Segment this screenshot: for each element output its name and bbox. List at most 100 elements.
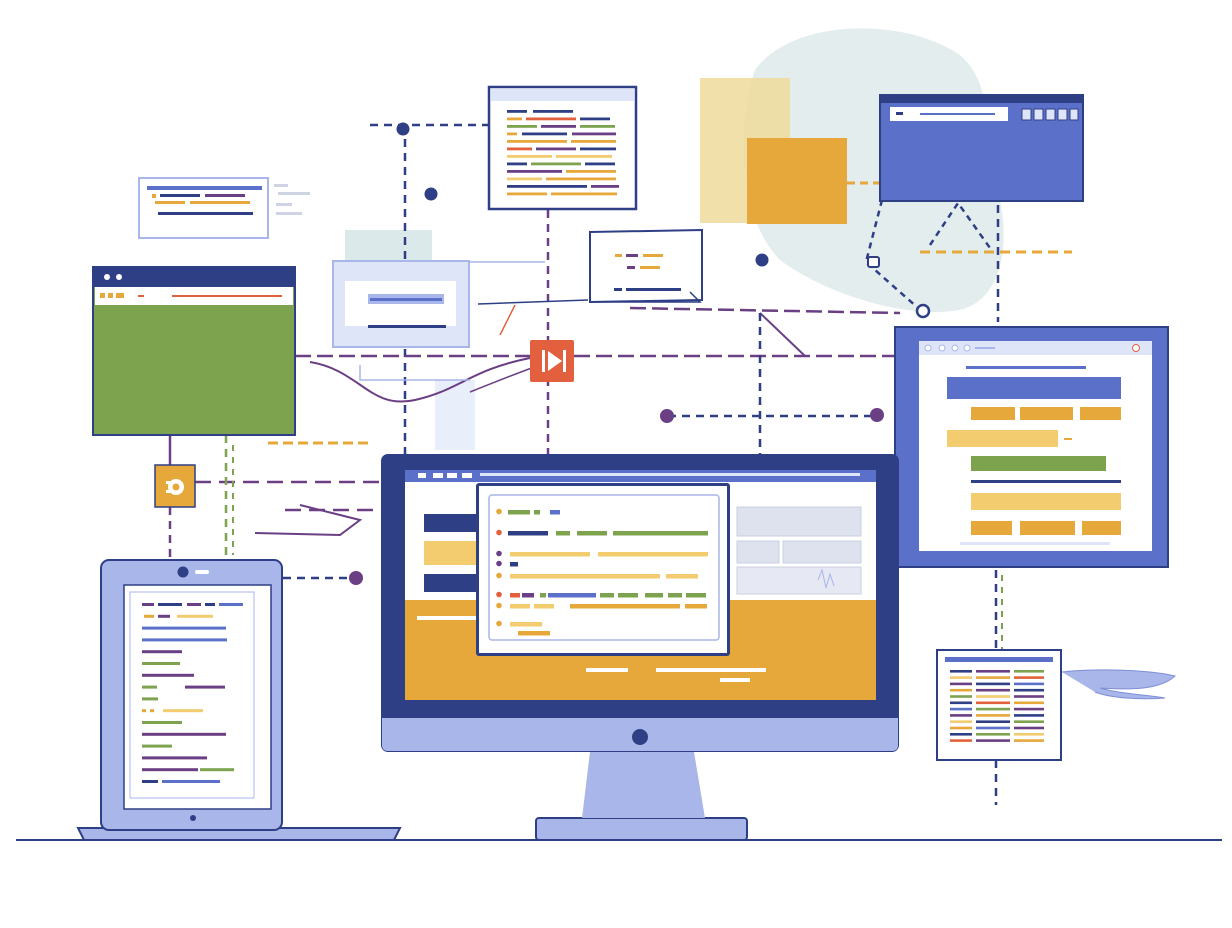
document-card: [936, 649, 1177, 761]
text-line: [976, 695, 1010, 698]
text-line: [550, 510, 560, 515]
text-line: [508, 510, 530, 515]
window-control: [1132, 344, 1140, 352]
power-button-icon: [632, 729, 648, 745]
window-control: [924, 344, 932, 352]
text-line: [522, 593, 534, 598]
text-line: [971, 480, 1121, 483]
connector-line: [359, 365, 470, 381]
text-line: [200, 768, 234, 772]
text-line: [152, 194, 156, 198]
text-line: [896, 112, 903, 115]
header-bar: [947, 377, 1121, 399]
text-line: [976, 670, 1010, 673]
text-line: [534, 510, 540, 515]
text-line: [615, 254, 622, 257]
text-line: [158, 603, 182, 606]
text-line: [508, 531, 548, 536]
connector-line: [759, 312, 806, 357]
text-line: [541, 125, 576, 128]
connector-line: [477, 299, 589, 305]
text-line: [510, 574, 660, 579]
text-line: [147, 186, 262, 190]
bullet-dot: [496, 560, 502, 567]
text-line: [142, 756, 207, 760]
text-line: [720, 678, 750, 682]
banner: [947, 430, 1058, 447]
bullet-dot: [496, 508, 502, 515]
window-control: [938, 344, 946, 352]
play-next-icon: [542, 350, 566, 372]
text-line: [507, 117, 522, 121]
text-line: [950, 682, 972, 686]
text-line: [1014, 739, 1044, 742]
connector-line: [309, 357, 531, 403]
text-line: [507, 140, 567, 143]
text-line: [580, 125, 615, 128]
hub-button[interactable]: [530, 340, 574, 382]
text-line: [507, 170, 562, 173]
plugin-icon: [166, 479, 184, 495]
text-line: [507, 125, 537, 128]
text-line: [1014, 720, 1044, 723]
green-bar: [971, 456, 1106, 471]
text-line: [219, 603, 243, 606]
text-line: [546, 177, 616, 181]
text-line: [276, 203, 292, 206]
window-control: [116, 274, 122, 280]
text-line: [976, 739, 1010, 742]
text-line: [510, 622, 542, 627]
text-line: [142, 697, 158, 701]
text-line: [686, 593, 706, 598]
plugin-node[interactable]: [154, 464, 196, 508]
text-line: [160, 194, 200, 197]
text-line: [668, 593, 682, 598]
text-line: [274, 184, 288, 187]
text-line: [643, 254, 663, 257]
connector-line: [864, 199, 919, 309]
text-line: [522, 132, 567, 136]
text-line: [600, 593, 614, 598]
text-line: [966, 366, 1086, 369]
text-line: [531, 162, 581, 166]
text-line: [526, 117, 576, 121]
text-line: [534, 604, 554, 609]
dashboard-browser-window: [894, 326, 1169, 568]
text-line: [507, 185, 587, 188]
text-line: [950, 670, 972, 673]
text-line: [108, 293, 113, 298]
text-line: [142, 721, 182, 724]
text-line: [507, 155, 552, 158]
text-line: [976, 688, 1010, 692]
toolbar-button: [1045, 108, 1056, 121]
text-line: [1014, 676, 1044, 679]
text-line: [187, 603, 201, 606]
text-line: [142, 732, 226, 736]
text-line: [586, 668, 628, 672]
window-control: [104, 274, 110, 280]
text-line: [276, 212, 302, 215]
text-line: [507, 162, 527, 166]
node-dot: [660, 409, 674, 423]
text-line: [572, 132, 616, 136]
text-line: [585, 162, 615, 166]
bullet-dot: [496, 602, 502, 609]
text-line: [142, 626, 226, 630]
text-line: [976, 701, 1010, 705]
text-line: [571, 140, 616, 143]
card: [1082, 521, 1121, 535]
sidebar-block: [424, 514, 476, 532]
text-line: [685, 604, 707, 609]
toolbar-button: [1057, 108, 1068, 121]
text-line: [142, 638, 227, 642]
text-line: [507, 177, 542, 181]
laptop: [76, 559, 402, 841]
text-line: [1014, 701, 1044, 705]
blue-browser-window: [879, 94, 1084, 202]
monitor-base: [535, 817, 748, 841]
toolbar-button: [1021, 108, 1032, 121]
text-line: [976, 720, 1010, 723]
text-line: [976, 707, 1010, 711]
node-dot: [396, 122, 410, 136]
node-dot: [915, 303, 931, 319]
